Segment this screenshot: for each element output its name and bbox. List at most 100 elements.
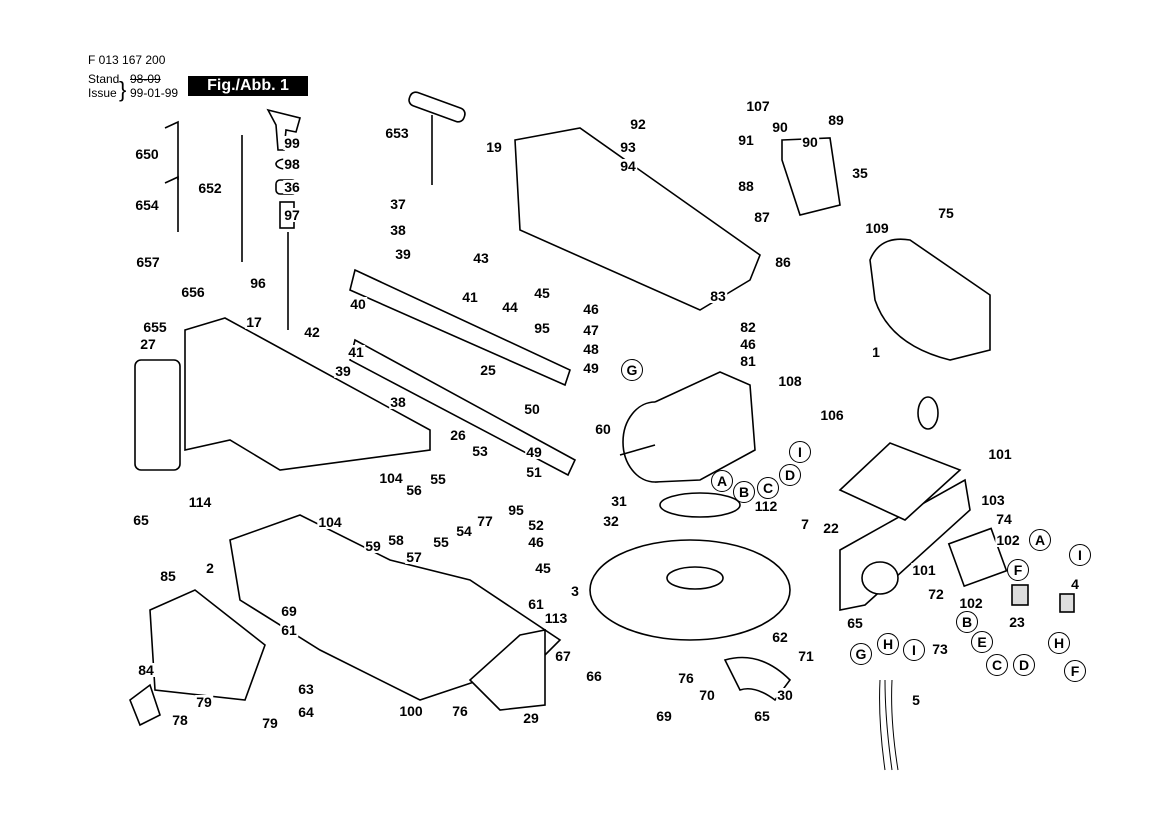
part-label-47: 47 — [582, 322, 600, 338]
part-label-46: 46 — [739, 336, 757, 352]
wire-marker-A: A — [711, 470, 733, 492]
stand-value: 98-09 — [130, 72, 161, 86]
part-label-74: 74 — [995, 511, 1013, 527]
part-label-60: 60 — [594, 421, 612, 437]
switch-4 — [1059, 593, 1075, 613]
part-label-65: 65 — [132, 512, 150, 528]
part-label-102: 102 — [958, 595, 984, 611]
wire-marker-H: H — [1048, 632, 1070, 654]
wire-marker-D: D — [1013, 654, 1035, 676]
part-label-30: 30 — [776, 687, 794, 703]
part-label-49: 49 — [582, 360, 600, 376]
part-label-54: 54 — [455, 523, 473, 539]
part-label-45: 45 — [533, 285, 551, 301]
part-label-44: 44 — [501, 299, 519, 315]
part-label-70: 70 — [698, 687, 716, 703]
part-label-64: 64 — [297, 704, 315, 720]
part-label-53: 53 — [471, 443, 489, 459]
part-label-91: 91 — [737, 132, 755, 148]
part-label-113: 113 — [543, 610, 569, 626]
part-label-107: 107 — [745, 98, 771, 114]
part-label-101: 101 — [987, 446, 1013, 462]
table-hole — [666, 566, 724, 590]
part-label-92: 92 — [629, 116, 647, 132]
part-label-102: 102 — [995, 532, 1021, 548]
hex-key-654 — [164, 175, 179, 232]
part-label-79: 79 — [261, 715, 279, 731]
part-label-29: 29 — [522, 710, 540, 726]
part-label-656: 656 — [180, 284, 206, 300]
insert-31 — [659, 492, 741, 518]
part-label-114: 114 — [187, 494, 213, 510]
part-label-46: 46 — [582, 301, 600, 317]
part-label-58: 58 — [387, 532, 405, 548]
part-label-72: 72 — [927, 586, 945, 602]
capacitor-1 — [917, 396, 939, 430]
bracket-29 — [468, 629, 546, 711]
part-label-50: 50 — [523, 401, 541, 417]
wire-marker-I: I — [789, 441, 811, 463]
part-label-90: 90 — [801, 134, 819, 150]
cable-5 — [879, 679, 899, 771]
part-label-653: 653 — [384, 125, 410, 141]
part-number: F 013 167 200 — [88, 53, 166, 67]
part-label-104: 104 — [317, 514, 343, 530]
hex-key-650 — [164, 120, 179, 180]
part-label-73: 73 — [931, 641, 949, 657]
issue-value: 99-01-99 — [130, 86, 179, 100]
part-label-69: 69 — [280, 603, 298, 619]
part-label-3: 3 — [570, 583, 580, 599]
part-label-49: 49 — [525, 444, 543, 460]
part-label-99: 99 — [283, 135, 301, 151]
part-label-98: 98 — [283, 156, 301, 172]
wire-marker-B: B — [956, 611, 978, 633]
part-label-56: 56 — [405, 482, 423, 498]
part-label-97: 97 — [283, 207, 301, 223]
part-label-32: 32 — [602, 513, 620, 529]
part-label-65: 65 — [846, 615, 864, 631]
part-label-57: 57 — [405, 549, 423, 565]
wire-marker-I: I — [1069, 544, 1091, 566]
part-label-94: 94 — [619, 158, 637, 174]
wire-marker-C: C — [986, 654, 1008, 676]
part-label-112: 112 — [753, 498, 779, 514]
part-label-67: 67 — [554, 648, 572, 664]
part-label-95: 95 — [507, 502, 525, 518]
part-label-652: 652 — [197, 180, 223, 196]
housing-17 — [184, 317, 431, 471]
part-label-650: 650 — [134, 146, 160, 162]
wire-marker-F: F — [1064, 660, 1086, 682]
part-label-76: 76 — [677, 670, 695, 686]
part-label-5: 5 — [911, 692, 921, 708]
part-label-86: 86 — [774, 254, 792, 270]
part-label-77: 77 — [476, 513, 494, 529]
grip-78 — [129, 683, 161, 727]
wire-marker-C: C — [757, 477, 779, 499]
part-label-76: 76 — [451, 703, 469, 719]
motor-body — [654, 371, 756, 483]
part-label-100: 100 — [398, 703, 424, 719]
part-label-52: 52 — [527, 517, 545, 533]
part-label-1: 1 — [871, 344, 881, 360]
wire-marker-I: I — [903, 639, 925, 661]
cover-plate — [838, 442, 962, 521]
part-label-90: 90 — [771, 119, 789, 135]
part-label-108: 108 — [777, 373, 803, 389]
upper-housing-19 — [514, 127, 761, 311]
part-label-75: 75 — [937, 205, 955, 221]
part-label-101: 101 — [911, 562, 937, 578]
figure-label: Fig./Abb. 1 — [188, 76, 308, 96]
part-label-45: 45 — [534, 560, 552, 576]
part-label-35: 35 — [851, 165, 869, 181]
part-label-106: 106 — [819, 407, 845, 423]
part-label-65: 65 — [753, 708, 771, 724]
part-label-41: 41 — [461, 289, 479, 305]
part-label-31: 31 — [610, 493, 628, 509]
switch-housing-74 — [947, 527, 1008, 588]
table-3 — [589, 539, 791, 641]
part-label-39: 39 — [334, 363, 352, 379]
part-label-22: 22 — [822, 520, 840, 536]
part-label-78: 78 — [171, 712, 189, 728]
part-label-655: 655 — [142, 319, 168, 335]
cover-27 — [134, 359, 181, 471]
